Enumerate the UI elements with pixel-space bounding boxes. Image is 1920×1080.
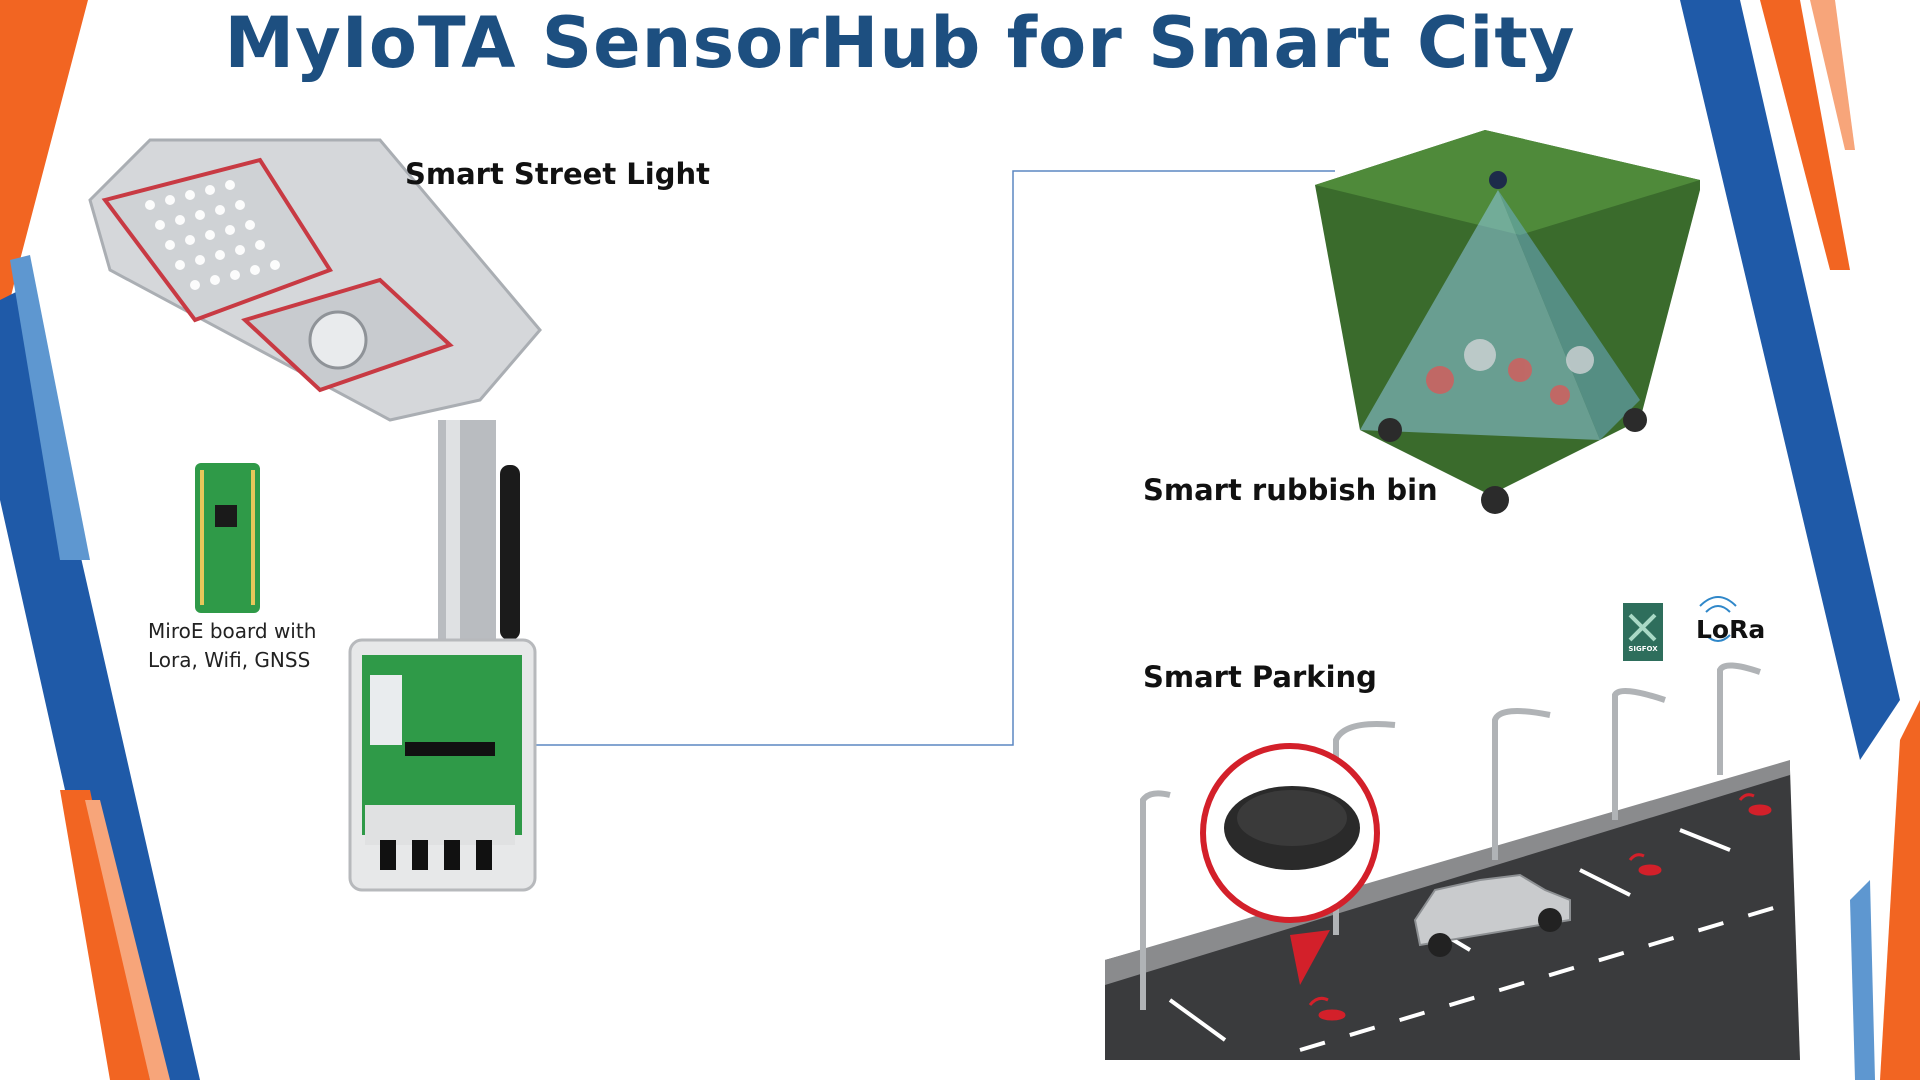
sensorhub-enclosure	[348, 638, 537, 892]
parking-label: Smart Parking	[1143, 660, 1377, 694]
sigfox-logo: SIGFOX	[1628, 645, 1658, 653]
connector-line	[520, 170, 1335, 746]
page-title: MyIoTA SensorHub for Smart City	[224, 2, 1576, 84]
board-caption: MiroE board with Lora, Wifi, GNSS	[148, 617, 316, 675]
rubbish-bin-illustration	[1315, 130, 1700, 514]
antenna	[500, 465, 520, 640]
parking-scene-illustration	[1105, 596, 1801, 1060]
left-decorative-stripes	[0, 0, 200, 1080]
lora-logo: LoRa	[1696, 615, 1766, 644]
board-caption-line1: MiroE board with	[148, 619, 317, 643]
miroe-board-illustration	[195, 463, 260, 613]
board-caption-line2: Lora, Wifi, GNSS	[148, 648, 311, 672]
right-decorative-stripes	[1680, 0, 1920, 1080]
street-light-label: Smart Street Light	[405, 157, 710, 191]
street-light-illustration	[88, 138, 542, 660]
rubbish-bin-label: Smart rubbish bin	[1143, 473, 1438, 507]
